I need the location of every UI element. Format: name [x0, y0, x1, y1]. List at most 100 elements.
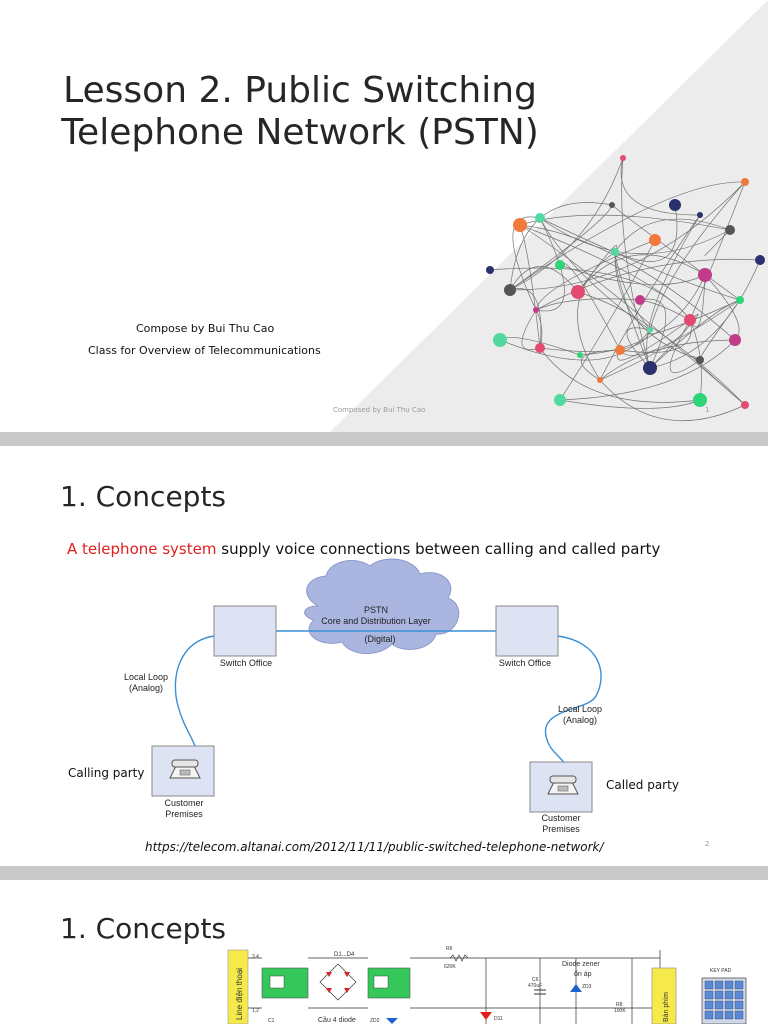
network-node — [611, 248, 619, 256]
r6-value: 620K — [444, 964, 456, 970]
keypad-key — [724, 1000, 734, 1010]
network-node — [620, 155, 626, 161]
keypad-key — [714, 1010, 724, 1020]
switch-office-right-label: Switch Office — [499, 658, 551, 668]
cloud-label-digital: (Digital) — [364, 634, 395, 644]
network-node — [698, 268, 712, 282]
diodes-label: D1...D4 — [334, 952, 355, 958]
c1-label: C1 — [268, 1018, 275, 1024]
class-text: Class for Overview of Telecommunications — [88, 344, 321, 357]
network-node — [535, 213, 545, 223]
d11-label: D11 — [494, 1016, 503, 1022]
zener-label: Diode zener — [562, 961, 600, 968]
switch-office-left-label: Switch Office — [220, 658, 272, 668]
network-node — [615, 345, 625, 355]
pstn-diagram: PSTN Core and Distribution Layer (Digita… — [124, 558, 602, 834]
network-node — [571, 285, 585, 299]
network-node — [504, 284, 516, 296]
customer-premises-left-label: Customer — [164, 798, 203, 808]
local-loop-right-label: Local Loop — [558, 704, 602, 714]
keypad-key — [734, 1010, 744, 1020]
lead-highlight: A telephone system — [67, 540, 217, 558]
pstn-cloud — [304, 558, 460, 654]
zd2-label: ZD2 — [370, 1018, 380, 1024]
customer-premises-left-sub: Premises — [165, 809, 203, 819]
network-node — [741, 401, 749, 409]
keypad-key — [724, 980, 734, 990]
r8-label: R8 — [616, 1002, 623, 1008]
keypad-key — [714, 1000, 724, 1010]
r8-value: 100K — [614, 1008, 626, 1014]
network-node — [555, 260, 565, 270]
local-loop-right — [545, 635, 602, 777]
keyboard-label: Bàn phím — [663, 992, 670, 1022]
network-node — [493, 333, 507, 347]
keypad-key — [704, 1010, 714, 1020]
switch-office-left-box — [213, 605, 277, 657]
slide-2: 1. Concepts A telephone system supply vo… — [0, 446, 768, 866]
network-node — [647, 327, 653, 333]
network-node — [736, 296, 744, 304]
keypad-key — [704, 980, 714, 990]
cloud-label-pstn: PSTN — [364, 605, 388, 615]
slide-2-page-number: 2 — [705, 840, 710, 848]
network-node — [755, 255, 765, 265]
network-node — [609, 202, 615, 208]
network-node — [697, 212, 703, 218]
network-node — [577, 352, 583, 358]
keypad-key — [734, 990, 744, 1000]
network-node — [684, 314, 696, 326]
keypad-key — [724, 1010, 734, 1020]
network-node — [533, 307, 539, 313]
r6-label: R6 — [446, 946, 453, 952]
title-line-1: Lesson 2. Public Switching — [63, 70, 537, 111]
c6-label: C6 — [532, 977, 539, 983]
calling-party-label: Calling party — [68, 766, 145, 780]
zener-sub: ổn áp — [574, 970, 592, 978]
slide-1-footer: Composed by Bui Thu Cao — [333, 406, 426, 414]
keypad-key — [714, 980, 724, 990]
cloud-label-core: Core and Distribution Layer — [321, 616, 431, 626]
slide-2-lead: A telephone system supply voice connecti… — [67, 540, 660, 558]
network-node — [669, 199, 681, 211]
customer-premises-right-label: Customer — [541, 813, 580, 823]
slide-1: Lesson 2. Public Switching Telephone Net… — [0, 0, 768, 432]
network-node — [486, 266, 494, 274]
local-loop-left-sub: (Analog) — [129, 683, 163, 693]
keypad-key — [704, 990, 714, 1000]
network-node — [696, 356, 704, 364]
c6-value: 470uF — [528, 983, 542, 989]
network-node — [649, 234, 661, 246]
composer-text: Compose by Bui Thu Cao — [136, 322, 275, 335]
keypad-key — [724, 990, 734, 1000]
keypad-icon — [701, 977, 747, 1024]
called-party-label: Called party — [606, 778, 679, 792]
network-node — [535, 343, 545, 353]
bridge-label: Cầu 4 diode — [318, 1015, 356, 1024]
slide-gap — [0, 432, 768, 446]
lead-text: supply voice connections between calling… — [216, 540, 661, 558]
network-graphic — [330, 0, 768, 432]
network-node — [635, 295, 645, 305]
network-node — [554, 394, 566, 406]
switch-office-right-box — [495, 605, 559, 657]
source-url: https://telecom.altanai.com/2012/11/11/p… — [145, 840, 604, 854]
keypad-label: KEY PAD — [710, 968, 732, 974]
title-line-2: Telephone Network (PSTN) — [61, 112, 539, 153]
slide-1-title: Lesson 2. Public Switching Telephone Net… — [60, 70, 540, 154]
slide-3-title: 1. Concepts — [60, 912, 227, 945]
telephone-icon — [169, 759, 201, 779]
network-node — [741, 178, 749, 186]
keypad-key — [714, 990, 724, 1000]
slide-3: 1. Concepts Line điện thoại 3.4 1,2 D1..… — [0, 880, 768, 1024]
network-node — [597, 377, 603, 383]
network-node — [725, 225, 735, 235]
keypad-key — [734, 980, 744, 990]
network-node — [643, 361, 657, 375]
network-node — [513, 218, 527, 232]
network-node — [729, 334, 741, 346]
local-loop-left-label: Local Loop — [124, 672, 168, 682]
phone-line-label: Line điện thoại — [235, 968, 244, 1020]
keypad-key — [734, 1000, 744, 1010]
telephone-icon — [547, 775, 579, 795]
